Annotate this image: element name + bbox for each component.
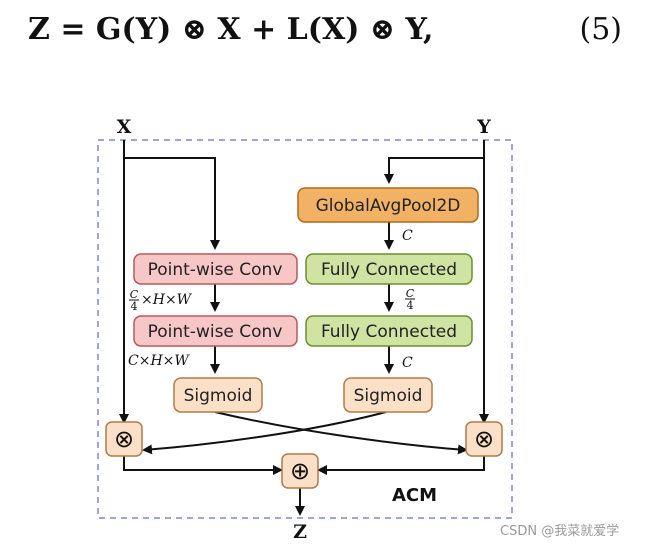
pointwise-conv-1-box [133, 253, 298, 285]
mult-left-to-add-arrow [123, 456, 283, 475]
global-avg-pool-box [297, 187, 479, 223]
shape-1-rest: ×H×W [141, 292, 193, 308]
connections [119, 140, 489, 516]
y-to-pool-arrow [384, 157, 484, 184]
sigmoid-left-box [173, 377, 263, 413]
add-box [281, 453, 319, 489]
fully-connected-1-label: Fully Connected [321, 260, 457, 280]
multiply-left-icon: ⊗ [114, 425, 134, 453]
global-avg-pool-label: GlobalAvgPool2D [316, 196, 461, 216]
csdn-watermark: CSDN @我菜就爱学 [500, 523, 619, 539]
shape-2-label: C×H×W [128, 353, 190, 369]
sigmoid-left-label: Sigmoid [184, 386, 253, 406]
output-z-label: Z [293, 521, 307, 543]
shape-1-denominator: 4 [131, 300, 138, 313]
mult-right-to-add-arrow [317, 456, 485, 475]
pointwise-conv-2-label: Point-wise Conv [148, 322, 283, 342]
shape-1-numerator: C [130, 288, 139, 301]
x-to-pointwise-conv-1-arrow [124, 157, 220, 250]
equation-number: (5) [579, 12, 623, 47]
add-icon: ⊕ [290, 457, 310, 485]
input-x-label: X [117, 116, 132, 138]
acm-module-label: ACM [392, 485, 437, 506]
channel-label-c4-denominator: 4 [407, 299, 414, 312]
fully-connected-2-box [305, 315, 473, 347]
multiply-left-box [105, 421, 143, 457]
fully-connected-1-box [305, 253, 473, 285]
multiply-right-box [465, 421, 503, 457]
pointwise-conv-1-label: Point-wise Conv [148, 260, 283, 280]
channel-label-c4-numerator: C [406, 287, 415, 300]
equation-text: Z = G(Y) ⊗ X + L(X) ⊗ Y, [28, 12, 434, 47]
sigmoid-right-box [343, 377, 433, 413]
pointwise-conv-2-box [133, 315, 298, 347]
left-sigmoid-to-mult-right-arrow [214, 411, 468, 455]
fully-connected-2-label: Fully Connected [321, 322, 457, 342]
sigmoid-right-label: Sigmoid [354, 386, 423, 406]
equation-5: Z = G(Y) ⊗ X + L(X) ⊗ Y, (5) [28, 12, 628, 56]
input-y-label: Y [476, 116, 491, 138]
multiply-right-icon: ⊗ [474, 425, 494, 453]
right-sigmoid-to-mult-left-arrow [142, 411, 387, 455]
channel-label-c-2: C [402, 355, 413, 371]
channel-label-c-1: C [402, 228, 413, 244]
